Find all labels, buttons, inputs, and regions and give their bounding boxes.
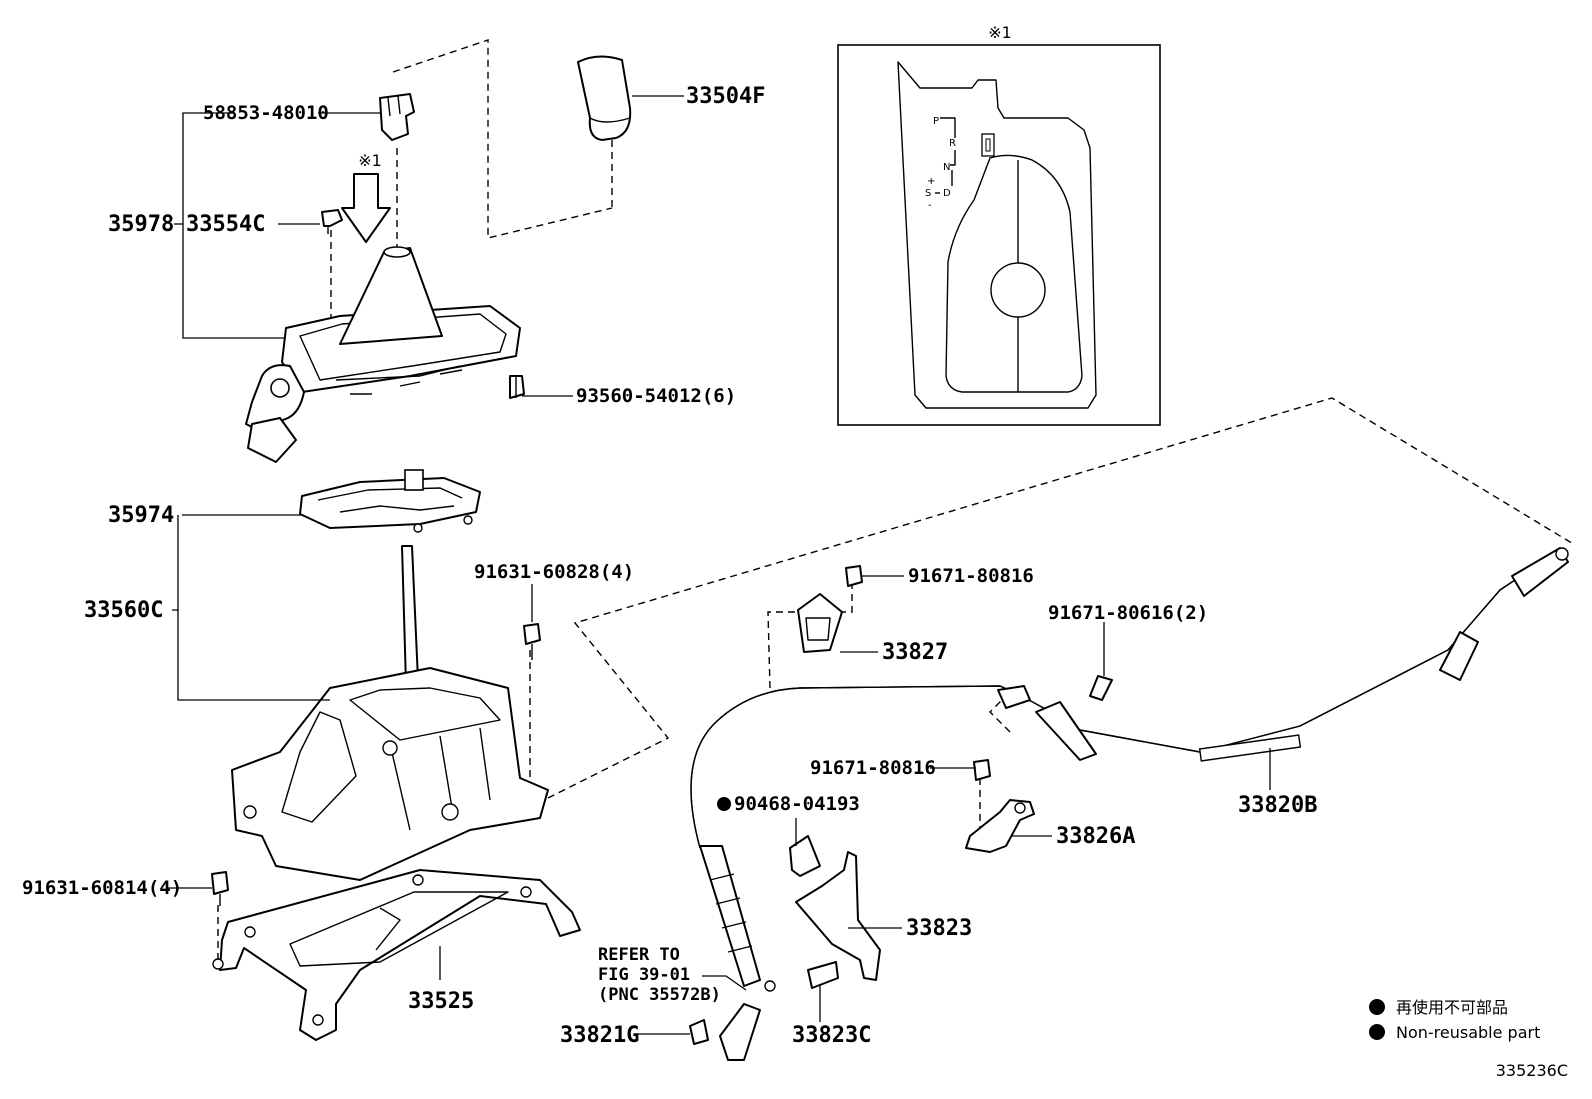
inset-letter-d: D <box>943 188 951 199</box>
label-33821g: 33821G <box>560 1023 639 1048</box>
legend-dot-en <box>1369 1024 1385 1040</box>
label-91671-80616: 91671-80616(2) <box>1048 602 1208 624</box>
non-reusable-dot <box>717 797 731 811</box>
bracket-33826a <box>965 799 1035 853</box>
label-33504f: 33504F <box>686 84 765 109</box>
shift-knob <box>577 55 632 141</box>
label-91671-80816-lower: 91671-80816 <box>810 757 936 779</box>
clip-33554c <box>321 209 343 234</box>
shift-cable <box>690 547 1569 992</box>
clip-58853 <box>379 93 415 141</box>
inset-letter-s: S <box>925 188 931 199</box>
inset-panel: ※1 P R N D S + - <box>837 23 1161 426</box>
label-90468-04193: 90468-04193 <box>734 793 860 815</box>
label-33823c: 33823C <box>792 1023 871 1048</box>
inset-letter-p: P <box>933 116 939 127</box>
label-58853-48010: 58853-48010 <box>203 102 329 124</box>
label-33823: 33823 <box>906 916 972 941</box>
label-91671-80816-upper: 91671-80816 <box>908 565 1034 587</box>
clip-33821g <box>689 1003 761 1061</box>
label-91631-60828: 91631-60828(4) <box>474 561 634 583</box>
leader-lines <box>168 95 1271 1035</box>
label-33554c: 33554C <box>186 212 265 237</box>
label-33827: 33827 <box>882 640 948 665</box>
bolt-93560 <box>509 375 525 399</box>
bolt-91631-60828 <box>523 623 541 660</box>
label-33525: 33525 <box>408 989 474 1014</box>
legend: 再使用不可部品 Non-reusable part <box>1369 998 1540 1042</box>
inset-letter-minus: - <box>928 200 932 211</box>
part-labels: 58853-48010 33504F 35978 33554C 93560-54… <box>22 84 1317 1048</box>
label-91631-60814: 91631-60814(4) <box>22 877 182 899</box>
reference-note: REFER TO FIG 39-01 (PNC 35572B) <box>598 945 721 1005</box>
bolt-33823c <box>807 961 839 989</box>
inset-letter-plus: + <box>927 176 935 187</box>
label-33820b: 33820B <box>1238 793 1317 818</box>
inset-letter-r: R <box>949 138 956 149</box>
reference-line-2: FIG 39-01 <box>598 965 690 985</box>
bolt-91671-80816-lower <box>973 759 991 781</box>
inset-letter-n: N <box>943 162 950 173</box>
figure-code: 335236C <box>1496 1061 1568 1080</box>
bolt-91671-80816-upper <box>845 565 863 587</box>
legend-japanese: 再使用不可部品 <box>1396 998 1508 1017</box>
label-93560-54012: 93560-54012(6) <box>576 385 736 407</box>
base-bracket <box>212 869 581 1041</box>
inset-title: ※1 <box>988 23 1012 42</box>
legend-english: Non-reusable part <box>1396 1023 1540 1042</box>
bracket-33823 <box>795 851 881 981</box>
reference-line-1: REFER TO <box>598 945 680 965</box>
bolt-91671-80616 <box>1089 675 1113 701</box>
label-35974: 35974 <box>108 503 174 528</box>
bolt-91631-60814 <box>211 871 229 906</box>
clip-90468 <box>789 835 821 877</box>
label-33826a: 33826A <box>1056 824 1135 849</box>
console-plate <box>245 246 521 463</box>
reference-line-3: (PNC 35572B) <box>598 985 721 1005</box>
label-33560c: 33560C <box>84 598 163 623</box>
indicator-plate <box>299 469 481 533</box>
legend-dot-jp <box>1369 999 1385 1015</box>
clamp-33827 <box>797 593 843 653</box>
view-arrow: ※1 <box>341 151 391 243</box>
arrow-note: ※1 <box>358 151 382 170</box>
label-35978: 35978 <box>108 212 174 237</box>
shift-lever-assembly <box>231 545 549 881</box>
